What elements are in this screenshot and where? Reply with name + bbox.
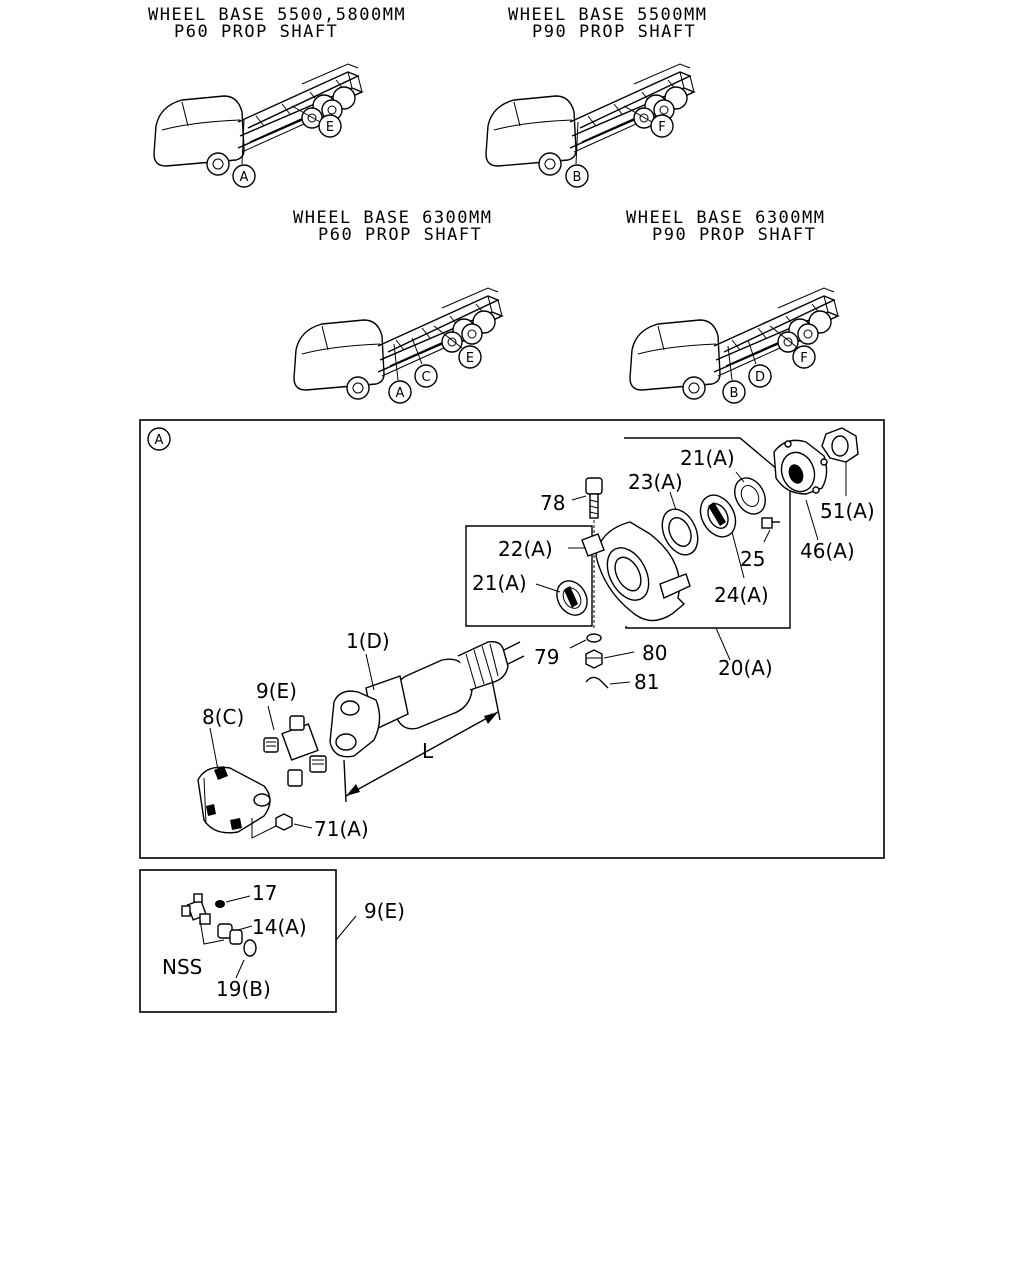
detail-e-panel: 17 14(A) NSS 19(B) 9(E) (139, 869, 405, 1013)
nut-51a (821, 427, 859, 463)
caption-4-line1: WHEEL BASE 6300MM (626, 208, 826, 228)
part-label-80: 80 (642, 641, 667, 665)
part-label-24a: 24(A) (714, 583, 769, 607)
seal-21a-right (734, 477, 766, 515)
detail-a-marker: A (155, 433, 164, 448)
part-label-71a: 71(A) (314, 817, 369, 841)
part-label-21a-right: 21(A) (680, 446, 735, 470)
prop-shaft-1d (329, 641, 525, 758)
dimension-l (343, 679, 501, 803)
part-label-79: 79 (534, 645, 559, 669)
part-label-14a: 14(A) (252, 915, 307, 939)
callout-f-2: F (658, 120, 665, 135)
cotter-pin-81 (585, 676, 609, 689)
callout-a-3: A (396, 386, 405, 401)
truck-illustration-4: B D F (629, 287, 839, 404)
part-label-8c: 8(C) (202, 705, 244, 729)
callout-f-4: F (800, 351, 807, 366)
part-label-17: 17 (252, 881, 277, 905)
part-label-25: 25 (740, 547, 765, 571)
part-label-23a: 23(A) (628, 470, 683, 494)
callout-c-3: C (421, 370, 430, 385)
part-label-1d: 1(D) (346, 629, 390, 653)
bearing-cup-14a (217, 923, 243, 945)
part-label-81: 81 (634, 670, 659, 694)
caption-3-line2: P60 PROP SHAFT (318, 225, 482, 245)
detail-a-panel: A (139, 419, 885, 859)
caption-1-line2: P60 PROP SHAFT (174, 22, 338, 42)
spider-9e (263, 715, 327, 787)
part-label-19b: 19(B) (216, 977, 271, 1001)
center-bearing-bracket (581, 521, 691, 622)
caption-3-line1: WHEEL BASE 6300MM (293, 208, 493, 228)
callout-b-4: B (730, 386, 739, 401)
truck-illustration-1: A E (153, 63, 363, 188)
washer-79 (586, 633, 602, 643)
grease-fitting-17 (215, 900, 225, 908)
grease-nipple-25 (761, 517, 780, 529)
flange-yoke-8c (197, 766, 271, 834)
part-label-51a: 51(A) (820, 499, 875, 523)
callout-e-1: E (326, 120, 334, 135)
ring-24a (699, 494, 737, 538)
seal-ring-19b (243, 939, 257, 957)
bearing-23a (661, 508, 699, 556)
nut-71a (275, 813, 293, 831)
part-label-nss: NSS (162, 955, 202, 979)
callout-a-1: A (240, 170, 249, 185)
part-label-9e: 9(E) (256, 679, 297, 703)
part-label-21a-left: 21(A) (472, 571, 527, 595)
caption-2-line2: P90 PROP SHAFT (532, 22, 696, 42)
part-label-l: L (422, 739, 434, 763)
part-label-9e-kit: 9(E) (364, 899, 405, 923)
spider-kit (181, 893, 225, 945)
callout-e-3: E (466, 351, 474, 366)
truck-illustration-3: A C E (293, 287, 503, 404)
caption-1-line1: WHEEL BASE 5500,5800MM (148, 5, 406, 25)
callout-d-4: D (755, 370, 765, 385)
seal-21a-left (556, 580, 588, 616)
bolt-78 (585, 477, 603, 630)
callout-b-2: B (573, 170, 582, 185)
part-label-78: 78 (540, 491, 565, 515)
truck-illustration-2: B F (485, 63, 695, 188)
flange-46a (773, 439, 828, 495)
nut-80 (585, 649, 603, 669)
part-label-46a: 46(A) (800, 539, 855, 563)
part-label-20a: 20(A) (718, 656, 773, 680)
part-label-22a: 22(A) (498, 537, 553, 561)
caption-4-line2: P90 PROP SHAFT (652, 225, 816, 245)
caption-2-line1: WHEEL BASE 5500MM (508, 5, 708, 25)
